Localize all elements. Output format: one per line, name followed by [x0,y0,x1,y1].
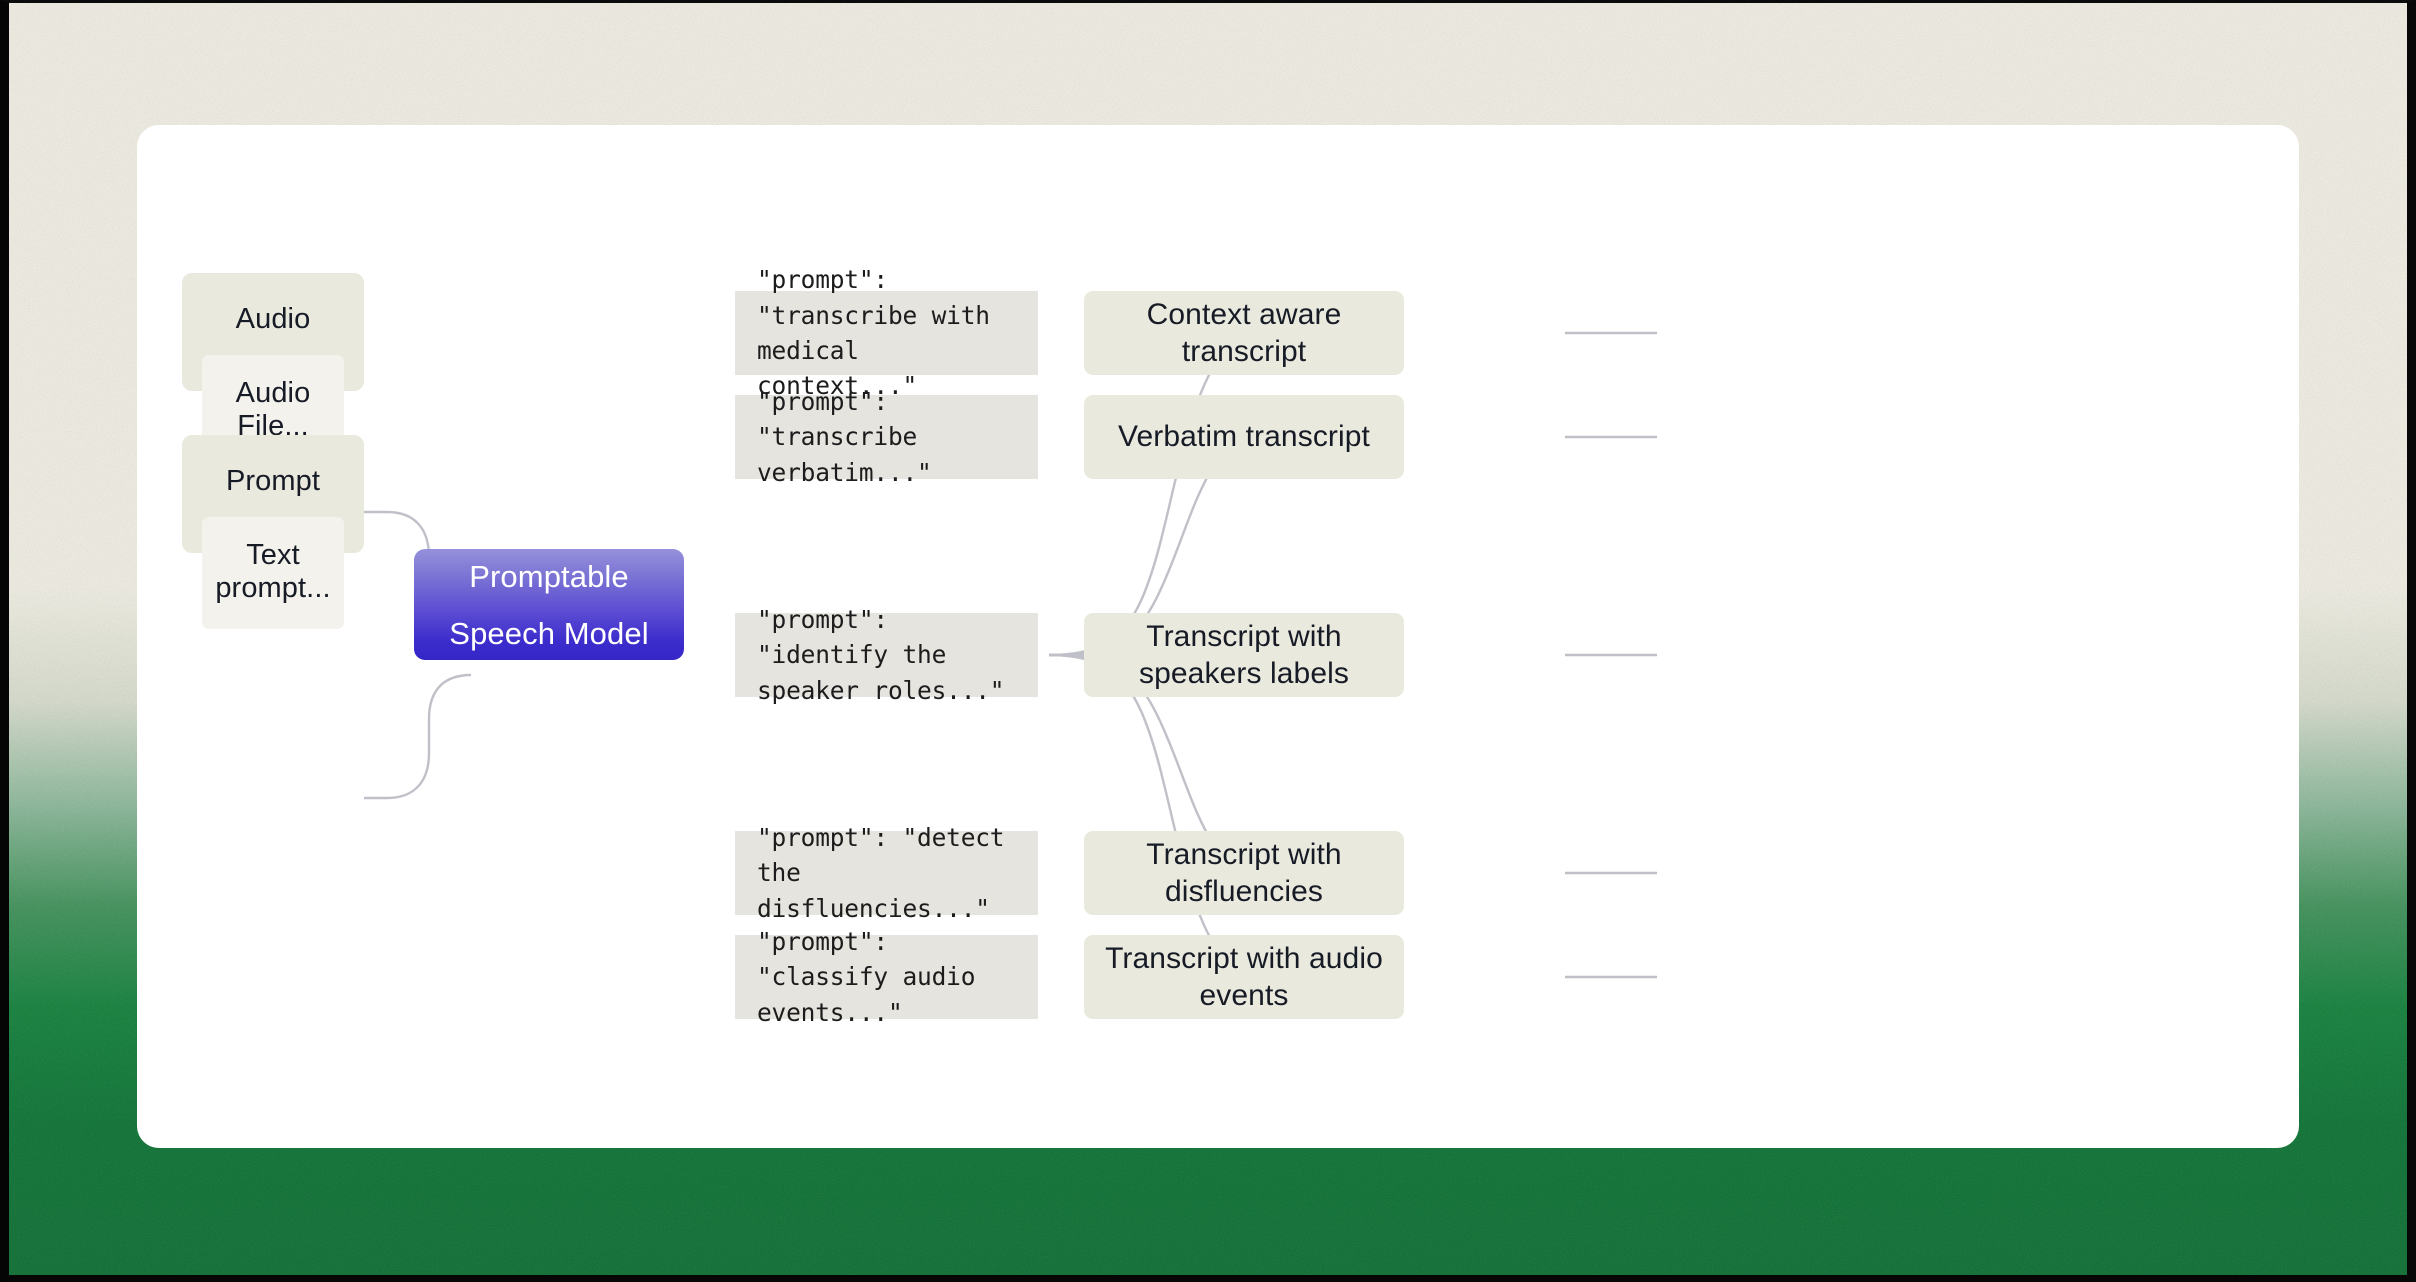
diagram-card: Audio Audio File... Prompt Text prompt..… [137,125,2299,1148]
output-box-1[interactable]: Context aware transcript [1084,291,1404,375]
output-box-3-text: Transcript with speakers labels [1139,619,1349,691]
output-box-2-text: Verbatim transcript [1118,420,1370,454]
model-node-line-1: Promptable [469,558,629,594]
input-group-audio[interactable]: Audio Audio File... [182,273,364,467]
input-group-prompt[interactable]: Prompt Text prompt... [182,435,364,629]
output-box-1-text: Context aware transcript [1146,297,1342,369]
output-box-4-text: Transcript with disfluencies [1146,837,1342,909]
prompt-box-3[interactable]: "prompt": "identify the speaker roles...… [735,605,1038,705]
output-box-2[interactable]: Verbatim transcript [1084,395,1404,479]
prompt-box-1-text: "prompt": "transcribe with medical conte… [757,265,990,401]
input-group-prompt-title: Prompt [225,465,321,497]
output-box-5-text: Transcript with audio events [1105,941,1383,1013]
wire-model-to-prompt-5 [1048,653,1263,979]
prompt-box-1[interactable]: "prompt": "transcribe with medical conte… [735,265,1038,400]
prompt-box-5[interactable]: "prompt": "classify audio events..." [735,927,1038,1027]
prompt-box-2-text: "prompt": "transcribe verbatim..." [757,387,932,487]
output-box-4[interactable]: Transcript with disfluencies [1084,831,1404,915]
model-node-line-2: Speech Model [449,615,649,651]
output-box-5[interactable]: Transcript with audio events [1084,935,1404,1019]
promptable-speech-model-node[interactable]: Promptable Speech Model [414,549,684,660]
output-box-3[interactable]: Transcript with speakers labels [1084,613,1404,697]
prompt-box-4[interactable]: "prompt": "detect the disfluencies..." [735,823,1038,923]
wire-model-to-prompt-1 [1048,331,1263,657]
input-group-audio-title: Audio [235,303,311,335]
wire-prompt-to-model [364,673,472,800]
input-chip-text-prompt[interactable]: Text prompt... [202,516,344,629]
prompt-box-5-text: "prompt": "classify audio events..." [757,927,976,1027]
prompt-box-3-text: "prompt": "identify the speaker roles...… [757,605,1005,705]
prompt-box-4-text: "prompt": "detect the disfluencies..." [757,823,1005,923]
prompt-box-2[interactable]: "prompt": "transcribe verbatim..." [735,387,1038,487]
